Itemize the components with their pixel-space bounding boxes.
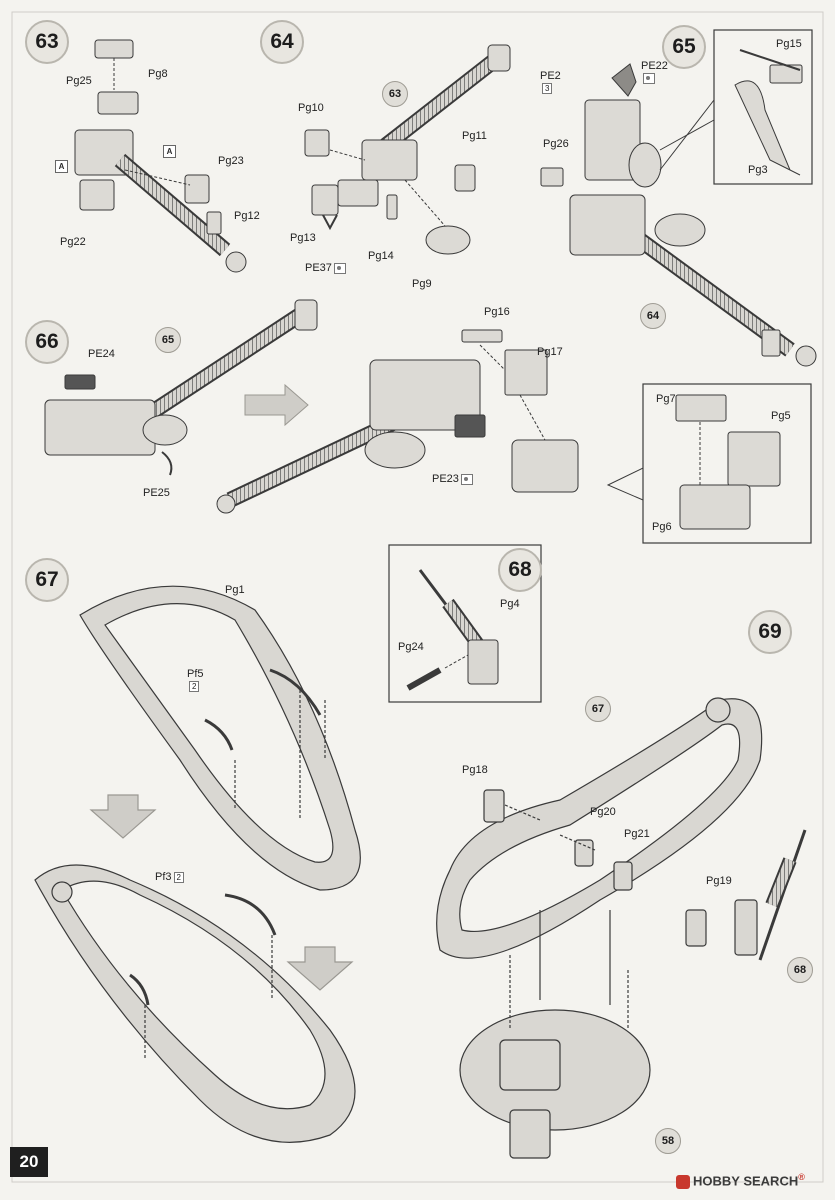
label-pg6: Pg6: [652, 521, 672, 533]
label-pe25: PE25: [143, 487, 170, 499]
watermark-text: HOBBY SEARCH: [693, 1173, 799, 1189]
step-65-number: 65: [662, 25, 706, 69]
step66-drawing: [44, 299, 812, 544]
label-pg16: Pg16: [484, 306, 510, 318]
label-pg4: Pg4: [500, 598, 520, 610]
label-pg20: Pg20: [590, 806, 616, 818]
label-pg1: Pg1: [225, 584, 245, 596]
ref-68: 68: [787, 957, 813, 983]
label-pg15: Pg15: [776, 38, 802, 50]
step65-drawing: [540, 29, 817, 367]
pe2-quantity: 3: [542, 82, 553, 94]
label-pe24: PE24: [88, 348, 115, 360]
pe37-text: PE37: [305, 262, 332, 274]
label-pg18: Pg18: [462, 764, 488, 776]
label-pg23: Pg23: [218, 155, 244, 167]
ref-58: 58: [655, 1128, 681, 1154]
pe23-text: PE23: [432, 473, 459, 485]
pe22-text: PE22: [641, 60, 668, 72]
step67-drawing: [34, 585, 361, 1143]
label-pg14: Pg14: [368, 250, 394, 262]
step-69-number: 69: [748, 610, 792, 654]
label-pg25: Pg25: [66, 75, 92, 87]
label-pg17: Pg17: [537, 346, 563, 358]
step-66-number: 66: [25, 320, 69, 364]
pf5-text: Pf5: [187, 668, 204, 680]
badge-a-1: A: [55, 160, 68, 173]
step64-drawing: [304, 44, 511, 255]
watermark: HOBBY SEARCH®: [676, 1172, 805, 1189]
page-frame: [11, 11, 824, 1183]
label-pg10: Pg10: [298, 102, 324, 114]
label-pg13: Pg13: [290, 232, 316, 244]
step-64-number: 64: [260, 20, 304, 64]
label-pg8: Pg8: [148, 68, 168, 80]
label-pg11: Pg11: [462, 130, 487, 142]
step69-drawing: [436, 697, 807, 1159]
label-pg26: Pg26: [543, 138, 569, 150]
photo-etch-icon: [333, 262, 346, 274]
brand-logo-icon: [676, 1174, 690, 1189]
ref-63: 63: [382, 81, 408, 107]
label-pg24: Pg24: [398, 641, 424, 653]
step-67-number: 67: [25, 558, 69, 602]
badge-a-2: A: [163, 145, 176, 158]
label-pg9: Pg9: [412, 278, 432, 290]
photo-etch-icon: [643, 72, 655, 84]
label-pe22: PE22: [641, 60, 668, 84]
registered-mark: ®: [798, 1172, 805, 1182]
pf3-text: Pf3: [155, 871, 172, 883]
label-pg19: Pg19: [706, 875, 732, 887]
ref-65: 65: [155, 327, 181, 353]
pf3-quantity: 2: [173, 871, 184, 883]
ref-67: 67: [585, 696, 611, 722]
label-pe37: PE37: [305, 262, 346, 274]
label-pg22: Pg22: [60, 236, 86, 248]
pe2-text: PE2: [540, 70, 561, 82]
page-number: 20: [10, 1147, 48, 1177]
step-63-number: 63: [25, 20, 69, 64]
step63-drawing: [74, 39, 247, 273]
label-pg21: Pg21: [624, 828, 650, 840]
pf5-quantity: 2: [189, 680, 200, 692]
label-pe23: PE23: [432, 473, 473, 485]
label-pg5: Pg5: [771, 410, 791, 422]
label-pg3: Pg3: [748, 164, 768, 176]
label-pg7: Pg7: [656, 393, 676, 405]
label-pg12: Pg12: [234, 210, 260, 222]
step-68-number: 68: [498, 548, 542, 592]
ref-64: 64: [640, 303, 666, 329]
photo-etch-icon: [460, 473, 473, 485]
